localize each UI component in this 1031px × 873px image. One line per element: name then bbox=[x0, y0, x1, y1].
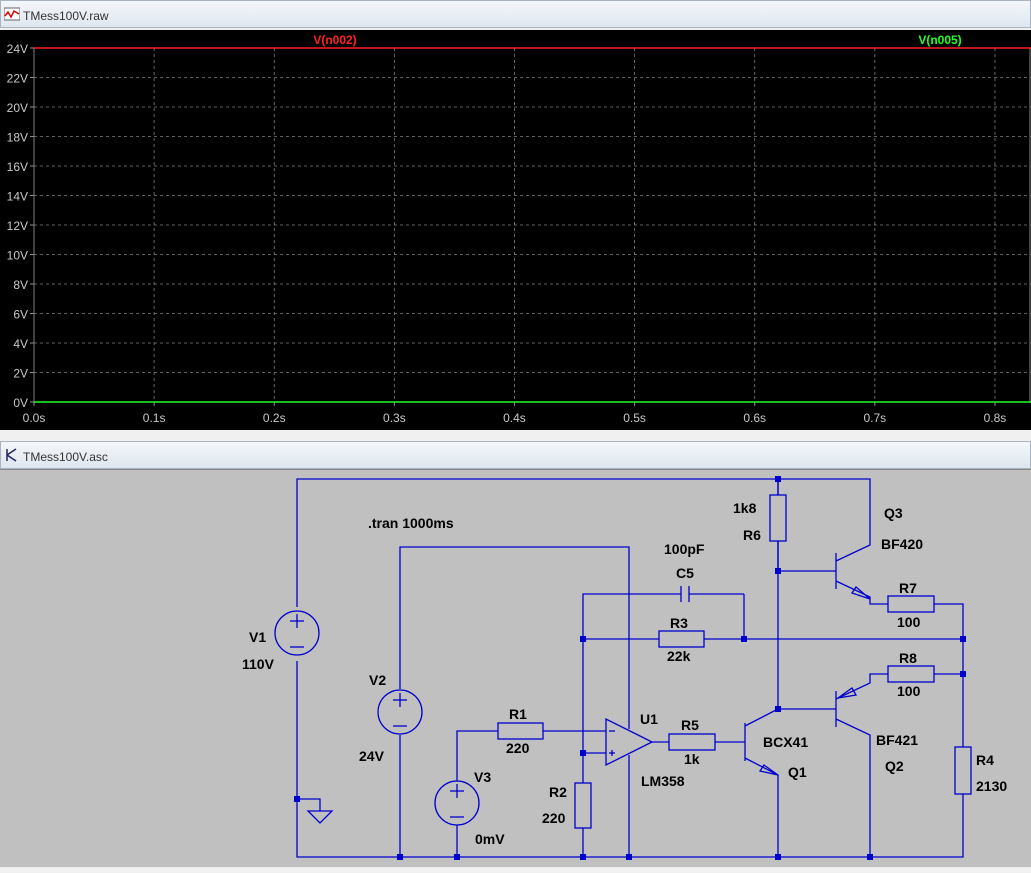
v3-value: 0mV bbox=[475, 831, 505, 847]
resistor-r1[interactable] bbox=[497, 722, 544, 740]
wire-v2[interactable] bbox=[399, 546, 630, 721]
q3-value: BF420 bbox=[881, 536, 923, 552]
c5-value: 100pF bbox=[664, 541, 705, 557]
wire-v3[interactable] bbox=[456, 730, 498, 781]
x-tick-label: 0.3s bbox=[383, 411, 406, 425]
ground-icon bbox=[306, 810, 334, 824]
schematic-canvas[interactable]: .tran 1000ms V1 110V V2 24V V3 0mV R1 22… bbox=[0, 469, 1031, 867]
source-v3[interactable] bbox=[434, 780, 480, 826]
pane-splitter[interactable] bbox=[0, 430, 1031, 441]
trace-label-vn002[interactable]: V(n002) bbox=[313, 33, 356, 47]
q3-collector bbox=[835, 533, 871, 562]
r3-name: R3 bbox=[670, 615, 688, 631]
x-tick-label: 0.7s bbox=[863, 411, 886, 425]
q3-emitter-arrow bbox=[850, 586, 871, 600]
x-tick-label: 0.6s bbox=[743, 411, 766, 425]
q3-emitter bbox=[835, 580, 888, 605]
y-tick-label: 4V bbox=[13, 337, 28, 351]
q2-emitter-arrow bbox=[837, 687, 858, 699]
r1-name: R1 bbox=[509, 706, 527, 722]
resistor-r5[interactable] bbox=[668, 733, 716, 751]
y-tick-label: 18V bbox=[7, 131, 28, 145]
r4-name: R4 bbox=[976, 752, 994, 768]
y-tick-label: 24V bbox=[7, 42, 28, 56]
q2-collector bbox=[835, 718, 871, 857]
waveform-window-title: TMess100V.raw bbox=[23, 9, 109, 23]
source-v2[interactable] bbox=[377, 689, 423, 735]
y-tick-label: 0V bbox=[13, 396, 28, 410]
r7-name: R7 bbox=[899, 580, 917, 596]
wire-feedback-left[interactable] bbox=[582, 593, 681, 731]
waveform-chart[interactable]: 0V 2V 4V 6V 8V 10V 12V 14V 16V 18V 20V 22V 24V 0.0s 0.… bbox=[0, 30, 1031, 430]
r4-value: 2130 bbox=[976, 778, 1007, 794]
waveform-plot-pane[interactable]: 0V 2V 4V 6V 8V 10V 12V 14V 16V 18V 20V 22V 24V 0.0s 0.… bbox=[0, 30, 1031, 430]
v3-name: V3 bbox=[474, 769, 491, 785]
schematic-window-titlebar[interactable]: TMess100V.asc bbox=[0, 441, 1031, 469]
y-tick-label: 14V bbox=[7, 190, 28, 204]
v2-value: 24V bbox=[359, 748, 385, 764]
x-tick-label: 0.0s bbox=[23, 411, 46, 425]
wire-top-rail[interactable] bbox=[296, 478, 871, 607]
sim-directive[interactable]: .tran 1000ms bbox=[368, 515, 454, 531]
r6-value: 1k8 bbox=[733, 500, 757, 516]
resistor-r4[interactable] bbox=[954, 746, 972, 795]
waveform-icon bbox=[4, 7, 20, 21]
source-v1[interactable] bbox=[274, 610, 320, 656]
opamp-u1[interactable] bbox=[605, 717, 654, 767]
wire-q1-emitter[interactable] bbox=[744, 757, 779, 857]
u1-name: U1 bbox=[640, 711, 658, 727]
resistor-r8[interactable] bbox=[887, 665, 935, 683]
y-tick-label: 2V bbox=[13, 367, 28, 381]
r1-value: 220 bbox=[506, 740, 530, 756]
q1-value: BCX41 bbox=[763, 734, 808, 750]
junctions bbox=[294, 476, 966, 860]
x-tick-label: 0.2s bbox=[263, 411, 286, 425]
x-tick-label: 0.8s bbox=[984, 411, 1007, 425]
y-tick-label: 20V bbox=[7, 101, 28, 115]
r3-value: 22k bbox=[667, 648, 691, 664]
r6-name: R6 bbox=[743, 527, 761, 543]
wire-ground[interactable] bbox=[297, 798, 321, 811]
q1-name: Q1 bbox=[788, 764, 807, 780]
r8-name: R8 bbox=[899, 650, 917, 666]
waveform-window-titlebar[interactable]: TMess100V.raw bbox=[0, 0, 1031, 28]
r2-name: R2 bbox=[549, 784, 567, 800]
y-tick-label: 10V bbox=[7, 249, 28, 263]
v2-name: V2 bbox=[369, 672, 386, 688]
y-tick-label: 8V bbox=[13, 278, 28, 292]
x-tick-label: 0.4s bbox=[503, 411, 526, 425]
q2-emitter bbox=[835, 673, 888, 700]
q2-name: Q2 bbox=[885, 758, 904, 774]
c5-name: C5 bbox=[676, 565, 694, 581]
resistor-r3[interactable] bbox=[658, 630, 705, 648]
resistor-r7[interactable] bbox=[887, 595, 935, 613]
schematic-icon bbox=[6, 448, 17, 462]
q3-name: Q3 bbox=[884, 505, 903, 521]
r5-value: 1k bbox=[684, 751, 700, 767]
q2-value: BF421 bbox=[876, 732, 918, 748]
r7-value: 100 bbox=[897, 614, 921, 630]
r8-value: 100 bbox=[897, 683, 921, 699]
y-tick-label: 12V bbox=[7, 219, 28, 233]
resistor-r6[interactable] bbox=[769, 494, 787, 542]
x-tick-label: 0.1s bbox=[143, 411, 166, 425]
trace-label-vn005[interactable]: V(n005) bbox=[918, 33, 961, 47]
v1-name: V1 bbox=[249, 629, 266, 645]
wire-r7-out[interactable] bbox=[934, 603, 964, 639]
schematic-drawing[interactable]: .tran 1000ms V1 110V V2 24V V3 0mV R1 22… bbox=[0, 470, 1031, 868]
v1-value: 110V bbox=[242, 656, 275, 672]
u1-value: LM358 bbox=[641, 773, 685, 789]
y-tick-label: 16V bbox=[7, 160, 28, 174]
y-tick-label: 6V bbox=[13, 308, 28, 322]
x-tick-label: 0.5s bbox=[623, 411, 646, 425]
q1-emitter-arrow bbox=[758, 764, 779, 776]
r2-value: 220 bbox=[542, 810, 566, 826]
y-tick-label: 22V bbox=[7, 72, 28, 86]
resistor-r2[interactable] bbox=[574, 782, 592, 829]
schematic-window-title: TMess100V.asc bbox=[23, 450, 108, 464]
r5-name: R5 bbox=[681, 717, 699, 733]
